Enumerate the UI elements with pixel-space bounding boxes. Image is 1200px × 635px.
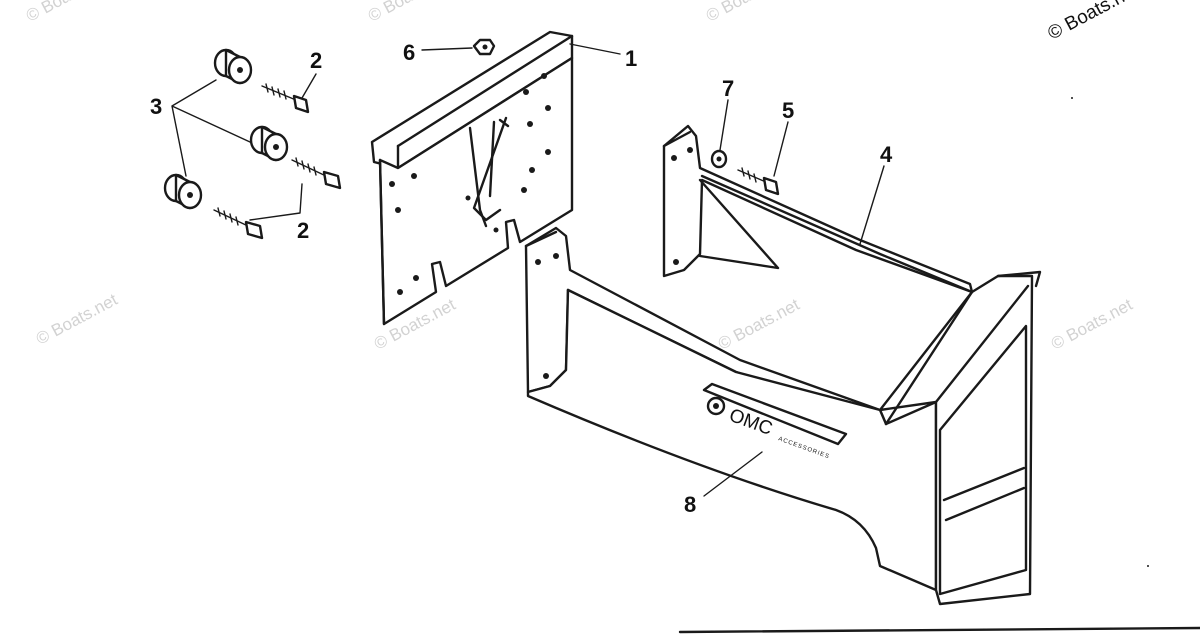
callout-2-bottom: 2 [297,218,309,243]
watermark: © Boats.net [703,0,791,26]
bumper-part-3 [163,48,289,210]
screw-middle [291,157,342,190]
screw-part-5 [737,167,780,196]
watermark: © Boats.net [715,295,803,354]
callout-1: 1 [625,46,637,71]
bumper-bottom [163,173,203,210]
watermark: © Boats.net [1044,0,1142,44]
callout-6: 6 [403,40,415,65]
watermark: © Boats.net [1048,295,1136,354]
leader-lines [171,43,885,497]
callout-8: 8 [684,492,696,517]
bumper-top [213,48,253,85]
callout-labels: 1 2 2 3 4 5 6 7 8 [150,40,893,517]
callout-7: 7 [722,76,734,101]
callout-3: 3 [150,94,162,119]
callout-2-top: 2 [310,48,322,73]
watermark: © Boats.net [365,0,453,26]
callout-4: 4 [880,142,893,167]
mounting-plate-part-1 [370,30,574,326]
washer-part-7 [710,149,728,169]
bottom-rule [678,626,1200,634]
screw-top [261,83,310,114]
watermark: © Boats.net [33,290,121,349]
watermark: © Boats.net [23,0,111,26]
bracket-part-4 [524,124,1042,606]
bumper-middle [249,125,289,162]
plate-holes [389,73,551,295]
screw-part-2 [213,83,342,240]
callout-5: 5 [782,98,794,123]
screw-bottom [213,207,264,240]
nut-part-6 [472,38,496,56]
